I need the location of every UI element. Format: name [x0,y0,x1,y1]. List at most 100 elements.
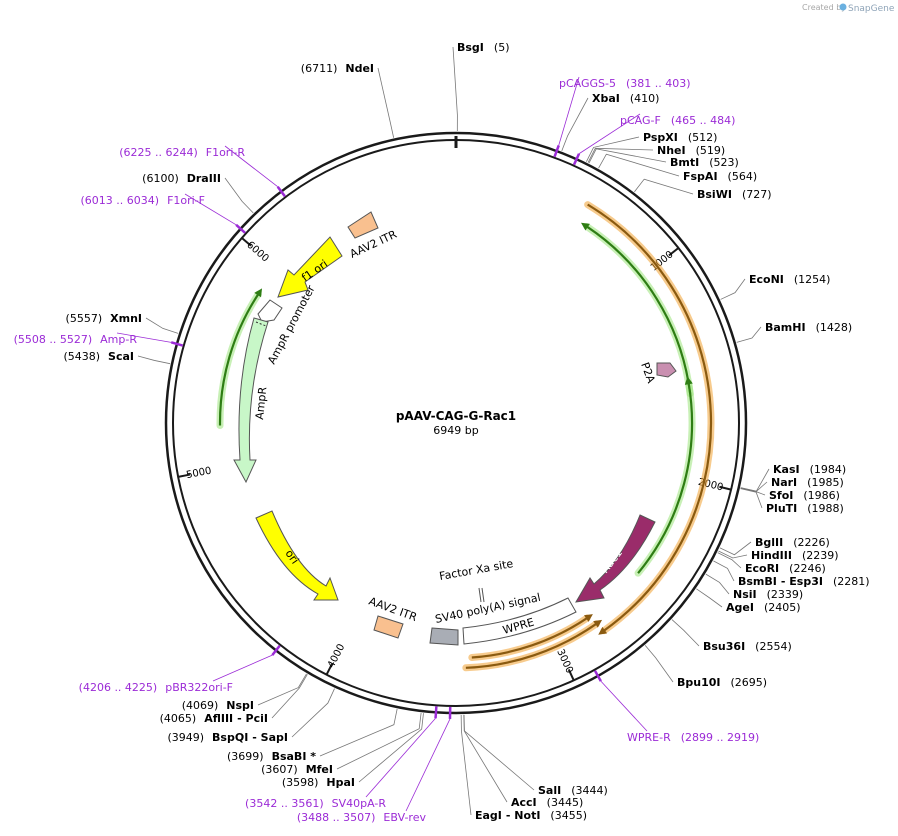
site-label-AccI[interactable]: AccI(3445) [511,796,583,809]
primer-label-SV40pA-R[interactable]: (3542 .. 3561)SV40pA-R [245,797,386,810]
plasmid-size: 6949 bp [433,424,478,437]
orf-arcs [216,201,715,672]
primer-mark-pCAGGS-5 [553,144,560,158]
site-label-ScaI[interactable]: (5438)ScaI [63,350,134,363]
primer-label-EBV-rev[interactable]: (3488 .. 3507)EBV-rev [297,811,427,824]
feature-ampr[interactable] [233,317,269,484]
orf-green-upper-arrowhead [581,222,590,231]
site-label-NsiI[interactable]: NsiI(2339) [733,588,803,601]
site-leader-HpaI [358,713,424,783]
tick-label-6000: 6000 [244,240,270,265]
site-label-PluTI[interactable]: PluTI(1988) [766,502,844,515]
site-leader-DraIII [224,177,254,214]
site-label-SalI[interactable]: SalI(3444) [538,784,608,797]
site-label-BamHI[interactable]: BamHI(1428) [765,321,852,334]
site-label-EcoRI[interactable]: EcoRI(2246) [745,562,826,575]
site-leader-lines [137,46,770,816]
tick-6000 [241,237,252,247]
site-leader-Bsu36I [671,619,700,647]
orf-green-left[interactable] [218,293,260,426]
primer-leader-pCAG-F [578,113,641,155]
primer-mark-SV40pA-R [434,706,438,719]
feature-p2a[interactable] [656,362,677,378]
site-leader-EcoRI [717,552,742,569]
feature-factor-xa-site [478,587,485,603]
feature-aav2-itr-right[interactable] [373,615,404,639]
primer-leader-WPRE-R [600,680,648,732]
site-label-BglII[interactable]: BglII(2226) [755,536,830,549]
site-label-BmtI[interactable]: BmtI(523) [670,156,739,169]
tick-label-4000: 4000 [326,642,347,670]
created-by-text: Created by [802,3,846,12]
snapgene-logo-icon [839,3,847,11]
site-label-XbaI[interactable]: XbaI(410) [592,92,659,105]
site-label-MfeI[interactable]: (3607)MfeI [261,763,333,776]
feature-rac1[interactable]: Rac1 [575,514,656,603]
site-leader-NarI [740,481,768,492]
site-leader-HindIII [718,550,748,559]
site-label-HpaI[interactable]: (3598)HpaI [282,776,355,789]
site-label-PspXI[interactable]: PspXI(512) [643,131,717,144]
site-leader-AgeI [696,588,723,608]
orf-green-middle[interactable] [637,383,694,574]
site-label-NspI[interactable]: (4069)NspI [182,699,254,712]
site-leader-XmnI [145,317,179,334]
site-label-Bpu10I[interactable]: Bpu10I(2695) [677,676,767,689]
orf-green-left-arrowhead [254,288,263,298]
site-label-AgeI[interactable]: AgeI(2405) [726,601,801,614]
feature-ori[interactable]: ori [255,510,339,601]
site-label-BsmBI[interactable]: BsmBI- Esp3I(2281) [738,575,870,588]
site-label-AflIII[interactable]: (4065)AflIII- PciI [160,712,268,725]
site-label-BsiWI[interactable]: BsiWI(727) [697,188,772,201]
site-label-EcoNI[interactable]: EcoNI(1254) [749,273,830,286]
site-label-EagI[interactable]: EagI- NotI(3455) [475,809,587,822]
orf-orange-outer[interactable] [587,203,713,632]
primer-leader-pCAGGS-5 [558,76,580,146]
primer-label-pCAG-F[interactable]: pCAG-F(465 .. 484) [620,114,735,127]
orf-orange-lower-2-arrowhead [584,614,593,622]
site-leader-SalI [463,714,535,791]
feature-aav2-itr-left[interactable] [347,211,379,239]
site-label-XmnI[interactable]: (5557)XmnI [66,312,142,325]
plasmid-name: pAAV-CAG-G-Rac1 [396,409,516,423]
site-label-FspAI[interactable]: FspAI(564) [683,170,757,183]
site-leader-EcoNI [720,278,746,300]
site-label-NdeI[interactable]: (6711)NdeI [301,62,374,75]
primer-label-Amp-R[interactable]: (5508 .. 5527)Amp-R [14,333,138,346]
site-label-Bsu36I[interactable]: Bsu36I(2554) [703,640,792,653]
site-leader-BsiWI [634,178,694,195]
primer-label-pCAGGS-5[interactable]: pCAGGS-5(381 .. 403) [559,77,691,90]
primer-label-F1ori-F[interactable]: (6013 .. 6034)F1ori-F [81,194,206,207]
site-leader-NspI [257,673,307,706]
feature-ampr-promoter[interactable] [257,299,283,323]
site-label-BspQI[interactable]: (3949)BspQI- SapI [167,731,288,744]
primer-label-pBR322ori-F[interactable]: (4206 .. 4225)pBR322ori-F [79,681,233,694]
feature-sv40-polya[interactable] [429,627,459,646]
site-label-HindIII[interactable]: HindIII(2239) [751,549,839,562]
primer-label-F1ori-R[interactable]: (6225 .. 6244)F1ori-R [119,146,245,159]
site-label-SfoI[interactable]: SfoI(1986) [769,489,840,502]
site-label-DraIII[interactable]: (6100)DraIII [142,172,221,185]
site-leader-BmtI [588,148,667,164]
tick-label-5000: 5000 [185,466,212,482]
site-label-BsgI[interactable]: BsgI(5) [457,41,510,54]
site-leader-BamHI [736,326,762,343]
primer-leader-pBR322ori-F [212,654,273,682]
site-label-KasI[interactable]: KasI(1984) [773,463,846,476]
site-label-NarI[interactable]: NarI(1985) [771,476,844,489]
tick-2000 [719,485,732,491]
site-label-NheI[interactable]: NheI(519) [657,144,725,157]
primer-mark-F1ori-F [235,223,246,234]
feature-wpre[interactable]: WPRE [462,597,577,645]
snapgene-brand: SnapGene [848,4,895,14]
orf-orange-lower-2[interactable] [471,617,588,659]
site-leader-ScaI [137,355,171,365]
primer-leader-EBV-rev [405,718,451,812]
primer-mark-Amp-R [170,341,184,347]
orf-green-upper[interactable] [586,225,692,394]
primer-label-WPRE-R[interactable]: WPRE-R(2899 .. 2919) [627,731,759,744]
site-leader-MfeI [336,712,422,770]
orf-orange-lower[interactable] [465,622,597,669]
site-label-BsaBI[interactable]: (3699)BsaBI * [227,750,316,763]
